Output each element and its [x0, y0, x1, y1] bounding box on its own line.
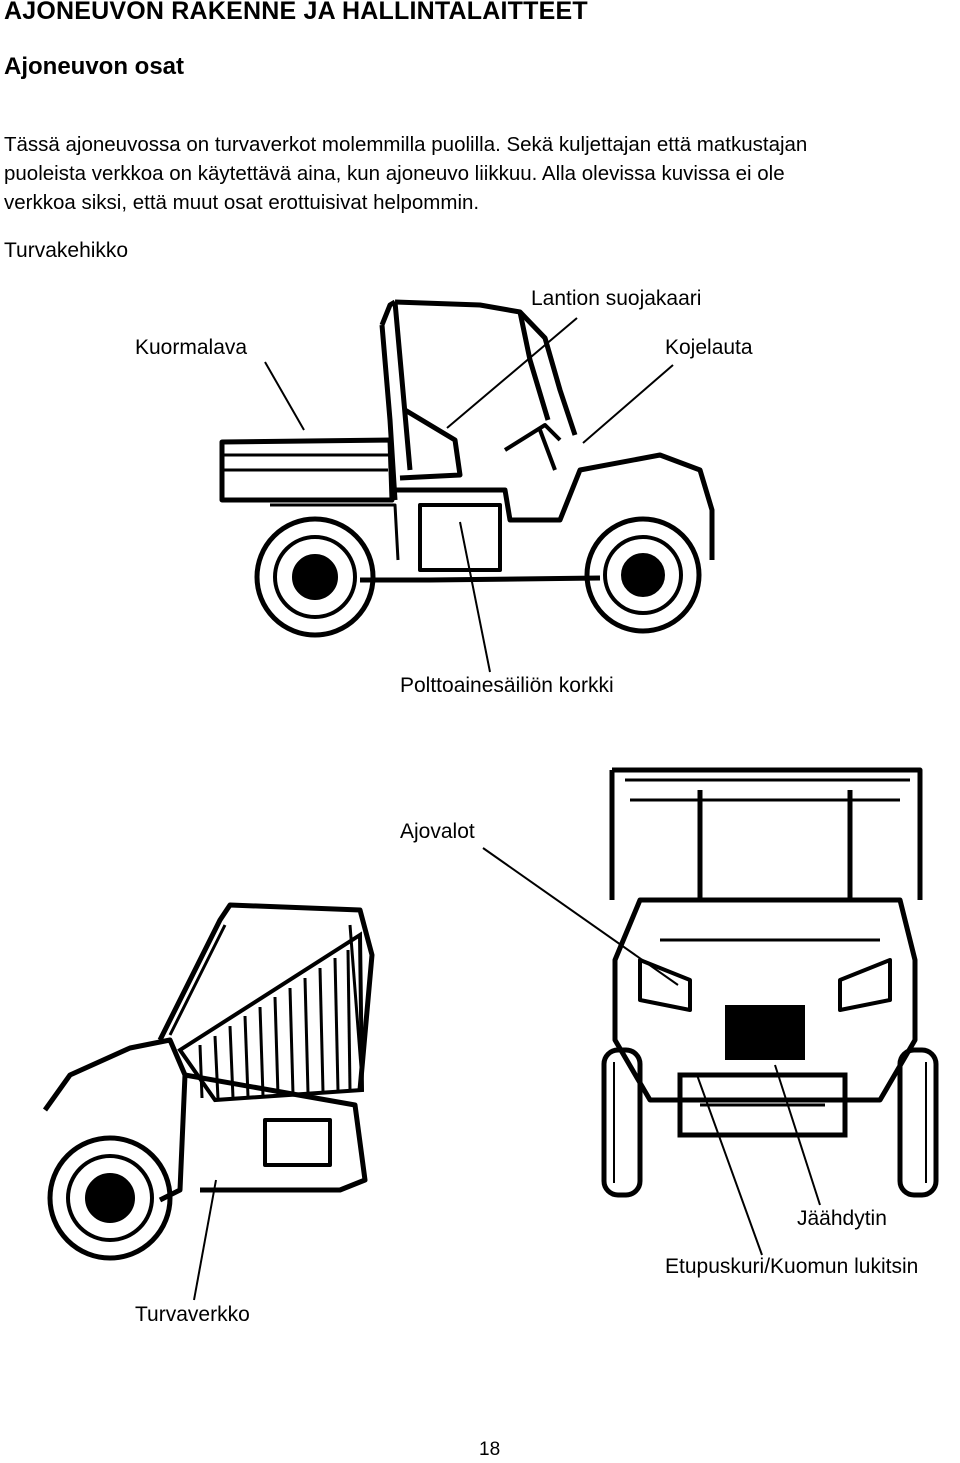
rear-wheel	[254, 516, 376, 638]
section-heading: Ajoneuvon osat	[4, 53, 185, 80]
page-heading: AJONEUVON RAKENNE JA HALLINTALAITTEET	[4, 0, 588, 25]
hood	[612, 897, 918, 1103]
roll-cage	[612, 767, 923, 900]
label-kojelauta: Kojelauta	[665, 336, 753, 359]
leader-kojelauta	[582, 364, 674, 444]
headlight-left	[638, 958, 692, 1012]
leader-polttoaine	[459, 521, 491, 673]
leader-kuormalava	[264, 361, 305, 431]
label-ajovalot: Ajovalot	[400, 820, 475, 843]
label-kuormalava: Kuormalava	[135, 336, 248, 359]
seat	[399, 407, 463, 481]
leader-etupuskuri	[696, 1074, 763, 1256]
intro-line: verkkoa siksi, että muut osat erottuisiv…	[4, 191, 480, 214]
safety-net	[177, 931, 365, 1103]
steering-wheel	[503, 423, 562, 452]
leader-turvaverkko	[193, 1179, 217, 1301]
label-jaahdytin: Jäähdytin	[797, 1207, 887, 1230]
label-turvakehikko: Turvakehikko	[4, 239, 129, 262]
roll-cage	[157, 902, 375, 1091]
label-etupuskuri: Etupuskuri/Kuomun lukitsin	[665, 1255, 919, 1278]
label-lantion-suojakaari: Lantion suojakaari	[531, 287, 702, 310]
label-polttoainesailion-korkki: Polttoainesäiliön korkki	[400, 674, 614, 697]
body	[390, 452, 715, 560]
leader-ajovalot	[482, 847, 679, 986]
front-wheel	[47, 1135, 173, 1261]
page-number: 18	[479, 1439, 501, 1460]
roll-cage	[394, 299, 578, 436]
cargo-bed	[219, 437, 395, 503]
intro-line: puoleista verkkoa on käytettävä aina, ku…	[4, 162, 785, 185]
body	[42, 1037, 188, 1203]
leader-jaahdytin	[774, 1064, 821, 1206]
label-turvaverkko: Turvaverkko	[135, 1303, 250, 1326]
leader-lantion-suojakaari	[446, 317, 578, 429]
radiator-grille	[725, 1005, 805, 1060]
intro-line: Tässä ajoneuvossa on turvaverkot molemmi…	[4, 133, 808, 156]
tire-right	[897, 1047, 939, 1198]
front-bumper	[677, 1072, 848, 1138]
intro-paragraph: Tässä ajoneuvossa on turvaverkot molemmi…	[4, 130, 960, 217]
headlight-right	[838, 958, 892, 1012]
front-wheel	[584, 516, 702, 634]
tire-left	[601, 1047, 643, 1198]
